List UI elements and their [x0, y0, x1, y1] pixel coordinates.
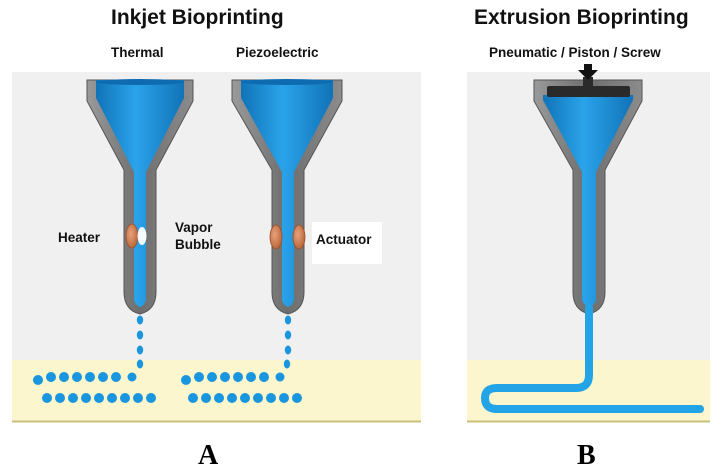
piezo-nozzle: [231, 79, 343, 315]
actuator-label: Actuator: [316, 232, 372, 247]
piezo-actuator-right: [292, 224, 306, 250]
thermal-label: Thermal: [111, 45, 164, 60]
extruded-filament: [481, 304, 704, 413]
vapor-bubble-label-line1: Vapor: [175, 220, 213, 235]
piezo-actuator-left: [269, 224, 283, 250]
thermal-heater: [125, 223, 139, 249]
vapor-bubble: [137, 227, 147, 245]
thermal-droplets: [33, 315, 156, 403]
panel-b-title: Extrusion Bioprinting: [474, 6, 689, 29]
panel-a-substrate: [12, 360, 421, 422]
panel-a-title: Inkjet Bioprinting: [111, 6, 284, 29]
panel-b-letter: B: [577, 440, 596, 471]
drive-mechanism-label: Pneumatic / Piston / Screw: [489, 45, 661, 60]
piezoelectric-label: Piezoelectric: [236, 45, 319, 60]
panel-a-letter: A: [198, 440, 219, 471]
thermal-nozzle: [86, 79, 194, 315]
drive-arrow: [578, 64, 598, 80]
piston: [547, 77, 630, 97]
vapor-bubble-label-line2: Bubble: [175, 237, 221, 252]
heater-label: Heater: [58, 230, 101, 245]
piezo-droplets: [181, 315, 302, 403]
